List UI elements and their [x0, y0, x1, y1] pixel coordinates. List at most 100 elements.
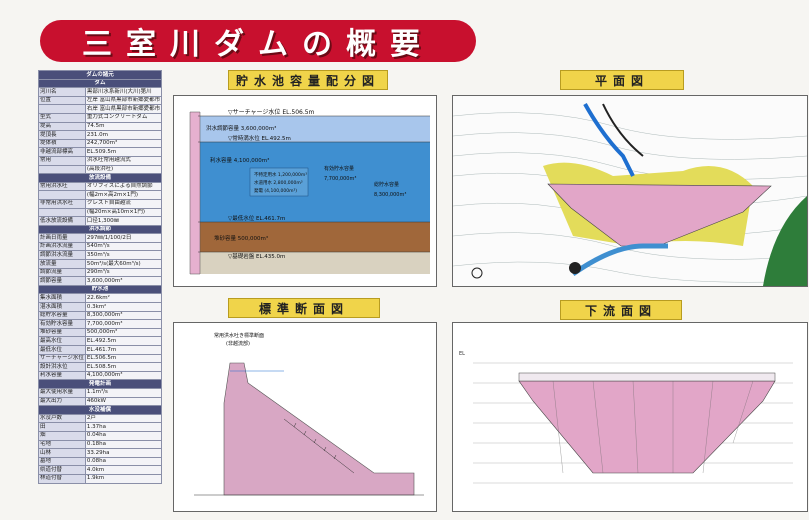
spec-row: (幅20m×高10m×1門)	[38, 207, 163, 218]
spec-value: 8,300,000m³	[84, 310, 163, 321]
spec-key	[38, 207, 86, 218]
river	[583, 103, 635, 177]
facility-marker	[569, 262, 581, 274]
surcharge-label: ▽サーチャージ水位 EL.506.5m	[228, 108, 315, 116]
plan-map	[453, 96, 807, 286]
spec-value: (幅2m×高2m×1門)	[84, 190, 163, 200]
spec-value: 1.9km	[84, 473, 163, 484]
effective-value: 7,700,000m³	[324, 176, 356, 182]
spec-key: 堤高	[38, 121, 86, 132]
spec-value: 7,700,000m³	[84, 319, 163, 329]
spec-key: 堤頂長	[38, 130, 86, 140]
spec-key: 利水容量	[38, 370, 86, 381]
detail2-label: 水道用水 2,800,000m³	[254, 179, 303, 186]
spec-value: 33.29ha	[84, 448, 163, 458]
spec-key	[38, 104, 86, 114]
spec-value: クレスト自由越流	[84, 198, 163, 209]
spec-key	[38, 164, 86, 175]
spec-key: 水没戸数	[38, 413, 86, 424]
spec-row: 水没補償	[37, 405, 163, 415]
spec-value: 350m³/s	[84, 250, 163, 261]
spec-key: 最高水位	[38, 336, 86, 346]
spec-key	[38, 190, 86, 200]
section-caption: 常用洪水吐き標準断面	[214, 332, 264, 339]
elevation-axis-label: EL	[459, 351, 465, 357]
spec-row: 非常用洪水吐クレスト自由越流	[38, 198, 163, 209]
spec-section-heading: 洪水調節	[37, 224, 163, 235]
spec-value: EL.508.5m	[84, 362, 163, 372]
sediment-label: 堆砂容量 500,000m³	[214, 234, 268, 242]
spec-key: 田	[38, 422, 86, 432]
spec-key: 非越流部標高	[38, 147, 86, 157]
dam-spec-table: ダムの諸元ダム河川名黒部川水系新川(大川)第川位置左岸 富山県黒部市新郷愛都市右…	[37, 70, 163, 484]
spec-value: 黒部川水系新川(大川)第川	[84, 87, 163, 97]
spec-key: 最低水位	[38, 345, 86, 355]
spec-section-heading: 放流設備	[37, 173, 163, 183]
spec-value: 洪水吐常用越流式	[84, 155, 163, 166]
sediment-zone	[198, 222, 430, 252]
spec-value: 22.6km²	[84, 293, 163, 304]
spec-key: 宅地	[38, 439, 86, 450]
spec-value: EL.509.5m	[84, 147, 163, 157]
spec-row: 河川名黒部川水系新川(大川)第川	[38, 87, 163, 97]
spec-key: 常用	[38, 155, 86, 166]
spec-key: 型式	[38, 112, 86, 123]
spec-value: EL.492.5m	[84, 336, 163, 346]
spec-key: 堤体積	[38, 138, 86, 149]
spec-key: 調節容量	[38, 276, 86, 286]
normal-level-label: ▽常時満水位 EL.492.5m	[228, 134, 291, 142]
spec-key: 湛水面積	[38, 302, 86, 312]
spec-value: 74.5m	[84, 121, 163, 132]
capacity-header: 貯水池容量配分図	[228, 70, 388, 90]
spec-value: 重力式コンクリートダム	[84, 112, 163, 123]
spec-value: EL.506.5m	[84, 353, 163, 364]
spec-value: 1.1m³/s	[84, 387, 163, 398]
spec-key: 調節流量	[38, 267, 86, 278]
spec-key: 林道付替	[38, 473, 86, 484]
road	[602, 103, 644, 157]
water-zone	[198, 142, 430, 222]
spec-value: 290m³/s	[84, 267, 163, 278]
spec-key: 計画洪水流量	[38, 241, 86, 252]
flood-zone	[198, 116, 430, 142]
section-header: 標準断面図	[228, 298, 380, 318]
spec-key: 墓地	[38, 456, 86, 467]
min-level-label: ▽最低水位 EL.461.7m	[228, 214, 285, 222]
spec-value: 2戸	[84, 413, 163, 424]
spec-value: 左岸 富山県黒部市新郷愛都市	[84, 95, 163, 106]
spec-key: 堆砂容量	[38, 327, 86, 338]
spec-value: 4,100,000m³	[84, 370, 163, 381]
spec-row: 洪水調節	[37, 224, 163, 235]
spec-value: 0.04ha	[84, 430, 163, 441]
spec-key: 山林	[38, 448, 86, 458]
spec-key: 非常用洪水吐	[38, 198, 86, 209]
downstream-panel: EL	[452, 322, 808, 512]
spec-value: 0.08ha	[84, 456, 163, 467]
spec-row: (幅2m×高2m×1門)	[38, 190, 163, 200]
spec-value: 242,700m³	[84, 138, 163, 149]
spec-key: 調節洪水流量	[38, 250, 86, 261]
spec-section-heading: 水没補償	[37, 405, 163, 415]
effective-label: 有効貯水容量	[324, 165, 354, 172]
base-label: ▽基礎岩盤 EL.435.0m	[228, 252, 285, 260]
plan-header: 平面図	[560, 70, 684, 90]
spec-key: 県道付替	[38, 465, 86, 475]
spec-value: 1.37ha	[84, 422, 163, 432]
spec-row: 放流設備	[37, 173, 163, 183]
